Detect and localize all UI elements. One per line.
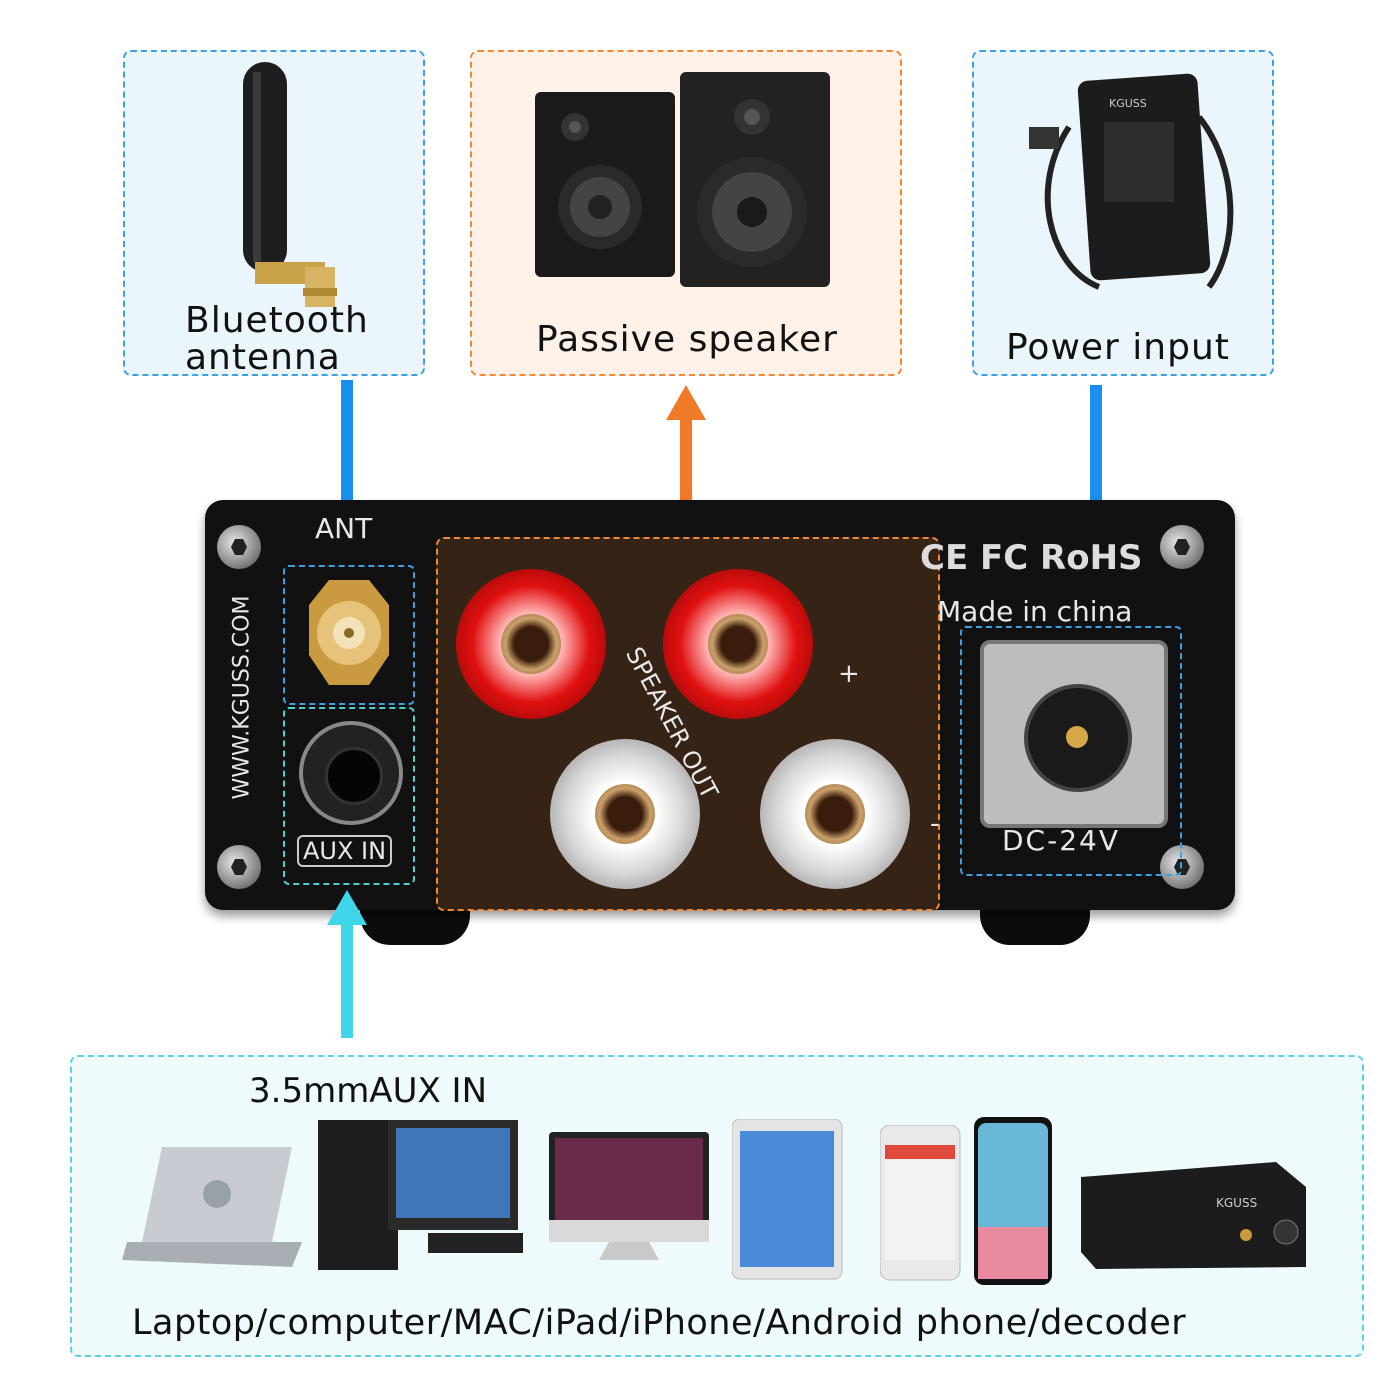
audio-sources-panel: 3.5mmAUX IN KGUSS L [70, 1055, 1364, 1357]
aux-in-label: AUX IN [297, 835, 393, 867]
imac-icon [549, 1132, 709, 1260]
passive-speaker-callout: Passive speaker [470, 50, 902, 376]
sma-connector-icon [309, 580, 389, 685]
ipad-icon [732, 1119, 843, 1280]
amp-foot-left [360, 905, 470, 945]
aux-in-title: 3.5mmAUX IN [249, 1071, 488, 1111]
bluetooth-label-line1: Bluetooth [185, 300, 369, 341]
power-input-label: Power input [1006, 327, 1230, 368]
iphone-icon [880, 1125, 961, 1281]
speaker-terminal-red-right [663, 569, 813, 719]
teal-arrow-aux-icon [327, 890, 367, 1038]
amp-foot-right [980, 905, 1090, 945]
speaker-icon [535, 72, 830, 287]
made-in-label: Made in china [937, 595, 1133, 628]
sources-caption: Laptop/computer/MAC/iPad/iPhone/Android … [132, 1303, 1187, 1343]
screw-icon [217, 525, 261, 569]
screw-icon [1160, 845, 1204, 889]
amplifier-back-panel: WWW.KGUSS.COM ANT AUX IN SPEAKER OUT + -… [205, 500, 1235, 911]
desktop-computer-icon [318, 1120, 523, 1270]
minus-label: - [930, 809, 940, 839]
bluetooth-antenna-callout: Bluetooth antenna [123, 50, 425, 378]
svg-text:KGUSS: KGUSS [1109, 97, 1147, 110]
dc-jack-frame: DC-24V [960, 626, 1182, 876]
ant-label: ANT [315, 512, 373, 545]
screw-icon [1160, 525, 1204, 569]
dc-voltage-label: DC-24V [1002, 824, 1120, 857]
ant-connector-frame [283, 565, 415, 705]
android-phone-icon [974, 1117, 1052, 1285]
svg-text:KGUSS: KGUSS [1216, 1196, 1257, 1210]
speaker-terminal-black-left [550, 739, 700, 889]
decoder-icon: KGUSS [1081, 1162, 1306, 1269]
laptop-icon [122, 1147, 302, 1267]
website-label: WWW.KGUSS.COM [229, 595, 255, 800]
aux-jack-icon [299, 721, 403, 825]
screw-icon [217, 845, 261, 889]
plus-label: + [838, 659, 860, 689]
power-input-callout: KGUSS Power input [972, 50, 1274, 376]
speaker-terminal-red-left [456, 569, 606, 719]
dc-jack-icon [980, 640, 1168, 828]
passive-speaker-label: Passive speaker [536, 319, 838, 360]
antenna-icon [243, 62, 337, 307]
power-adapter-icon: KGUSS [1029, 73, 1234, 290]
certifications-label: CE FC RoHS [920, 538, 1143, 578]
speaker-terminal-black-right [760, 739, 910, 889]
bluetooth-label-line2: antenna [185, 337, 341, 378]
speaker-terminals-frame: SPEAKER OUT + - [436, 537, 940, 911]
aux-connector-frame: AUX IN [283, 707, 415, 885]
